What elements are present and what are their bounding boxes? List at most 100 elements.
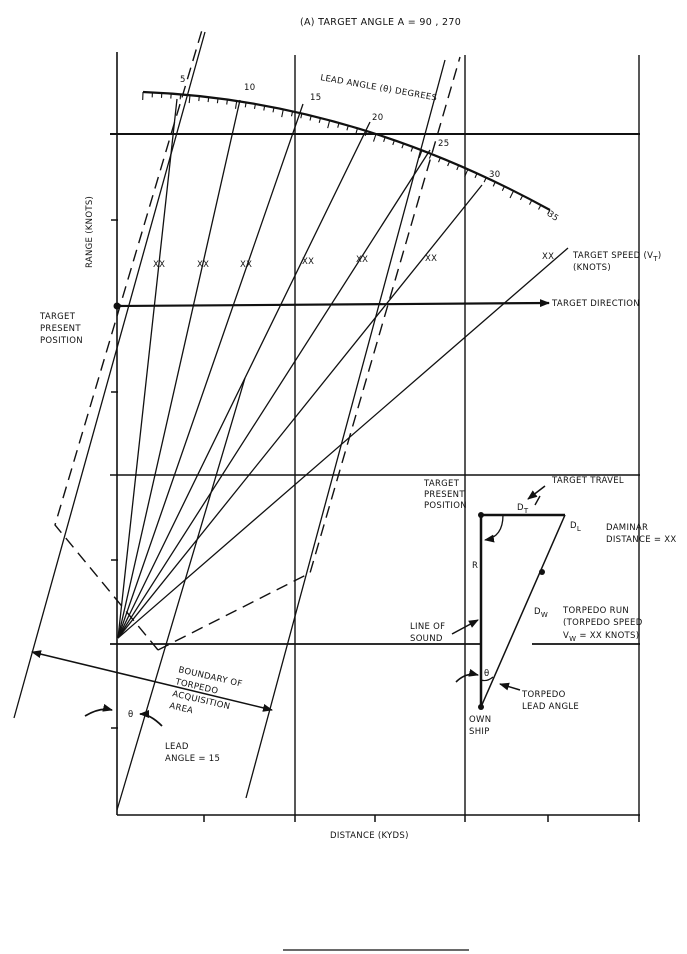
inset-dl-text: D (570, 521, 577, 531)
arc-tick (483, 177, 487, 183)
inset-dt-subscript: T (523, 507, 529, 515)
lead-angle-tick-25: 25 (438, 139, 449, 149)
y-axis-label: RANGE (KNOTS) (85, 196, 95, 268)
arc-tick (355, 128, 359, 134)
inset-dw-subscript: W (541, 611, 548, 619)
arc-tick (337, 122, 340, 128)
arc-tick (392, 140, 395, 146)
boundary-dashed-right (157, 56, 461, 651)
lead-angle-arc-scale: LEAD ANGLE (θ) DEGREES (142, 73, 551, 215)
inset-theta-arrow (455, 668, 479, 683)
arc-tick (372, 133, 377, 142)
own-ship-label-2: SHIP (469, 727, 490, 737)
lead-angle-tick-10: 10 (244, 83, 255, 93)
target-direction-label: TARGET DIRECTION (551, 299, 640, 309)
inset-right-angle-arc (484, 514, 504, 543)
lead-angle-scale-title: LEAD ANGLE (θ) DEGREES (319, 73, 437, 103)
inset-target-travel-label: TARGET TRAVEL (551, 476, 624, 486)
lead-angle-arc-ticks (142, 91, 551, 215)
arc-tick (383, 136, 386, 142)
arc-tick (198, 96, 200, 102)
inset-dt-text: D (517, 503, 524, 513)
torpedo-run-label-1: TORPEDO RUN (562, 606, 629, 616)
acquisition-boundary (54, 29, 461, 651)
speed-mark: XX (153, 260, 165, 270)
arc-tick (364, 130, 368, 136)
torpedo-run-v: V (563, 631, 569, 641)
speed-mark: XX (425, 254, 437, 264)
lead-angle-tick-30: 30 (489, 170, 500, 180)
arc-tick (300, 113, 303, 119)
arc-tick (327, 120, 331, 129)
lead-angle-tick-35: 35 (545, 209, 560, 224)
target-speed-subscript: T (652, 255, 658, 263)
inset-own-ship-point (478, 704, 484, 710)
target-speed-text: TARGET SPEED (V (572, 251, 653, 261)
x-axis-label: DISTANCE (KYDS) (330, 831, 409, 841)
arc-tick (263, 105, 266, 111)
arc-tick (464, 169, 469, 177)
line-of-sound-label-2: SOUND (410, 634, 443, 644)
lead-angle-note-2: ANGLE = 15 (165, 754, 220, 764)
inset-intercept-point (539, 569, 545, 575)
inset-target-present-position-3: POSITION (424, 501, 467, 511)
daminar-label-2: DISTANCE = XX (606, 535, 677, 545)
inset-dw-text: D (534, 607, 541, 617)
lead-angle-ray-10 (117, 99, 241, 639)
arc-tick (281, 109, 284, 118)
arc-tick (272, 107, 275, 113)
target-present-position-label-1: TARGET (39, 312, 76, 322)
arc-tick (474, 173, 478, 179)
target-speed-units: (KNOTS) (573, 263, 611, 273)
theta-arrow-right (139, 710, 163, 727)
arc-tick (207, 97, 210, 103)
torpedo-lead-angle-label-1: TORPEDO (521, 690, 566, 700)
arc-tick (226, 99, 228, 105)
target-travel-arrow (527, 485, 546, 500)
lead-angle-tick-labels: 5 10 15 20 25 30 35 (180, 75, 560, 224)
lead-angle-ray-25 (117, 149, 431, 639)
arc-tick (309, 115, 312, 121)
figure-title: (A) TARGET ANGLE A = 90 , 270 (300, 17, 461, 28)
inset-theta-label: θ (484, 669, 490, 679)
target-speed-ray (117, 247, 569, 639)
arc-tick (501, 186, 505, 192)
boundary-dashed-left (54, 29, 203, 651)
torpedo-lead-angle-arrow (499, 682, 521, 691)
lead-angle-arc (142, 90, 551, 211)
arc-tick (290, 111, 294, 117)
daminar-label-1: DAMINAR (606, 523, 648, 533)
arc-tick (538, 204, 542, 210)
lead-angle-rays (117, 98, 569, 639)
lead-angle-ray-5 (117, 98, 178, 639)
inset-r-label: R (472, 561, 478, 571)
arc-tick (188, 95, 191, 104)
torpedo-run-label-2: (TORPEDO SPEED (563, 618, 643, 628)
inset-target-present-position-1: TARGET (423, 479, 460, 489)
arc-tick (216, 98, 219, 104)
speed-mark: XX (356, 255, 368, 265)
arc-tick (346, 125, 349, 131)
arc-tick (519, 195, 524, 201)
target-present-position-label-3: POSITION (40, 336, 83, 346)
inset-dl-subscript: L (577, 525, 581, 533)
speed-marks: XX XX XX XX XX XX XX (153, 252, 554, 270)
lead-angle-tick-15: 15 (310, 93, 321, 103)
target-travel-tick (534, 495, 541, 506)
slant-line-lower (116, 377, 246, 811)
arc-tick (410, 146, 414, 152)
inset-target-present-position-2: PRESENT (424, 490, 465, 500)
torpedo-run-vector (480, 514, 566, 708)
slant-line-left (13, 31, 206, 719)
torpedo-run-label-3: VW= XX KNOTS) (563, 631, 639, 643)
arc-tick (456, 165, 460, 171)
arc-tick (509, 190, 515, 199)
lead-angle-tick-5: 5 (180, 75, 186, 85)
target-speed-close: ) (658, 251, 662, 261)
inset-dl-label: DL (570, 521, 581, 533)
inset-dt-label: DT (517, 503, 529, 515)
speed-mark: XX (302, 257, 314, 267)
target-direction-arrow (116, 299, 550, 308)
arc-tick (529, 199, 533, 205)
